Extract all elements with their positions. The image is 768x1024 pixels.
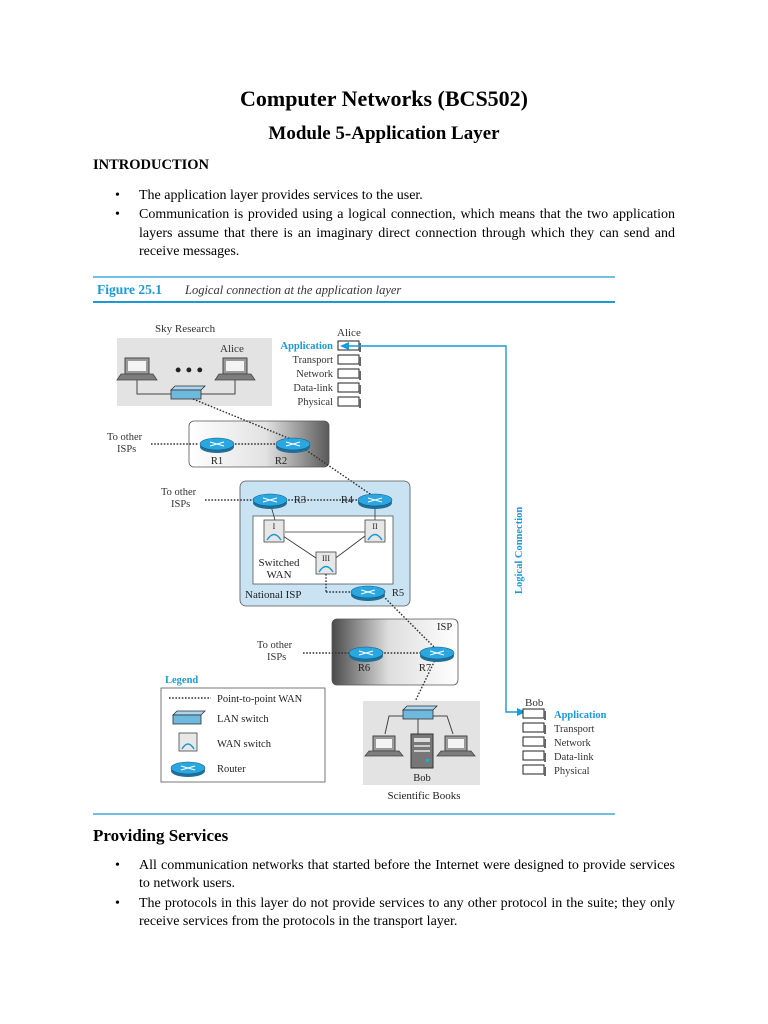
introduction-heading: INTRODUCTION [93,157,210,173]
svg-text:III: III [322,554,330,563]
svg-text:Data-link: Data-link [293,383,333,394]
legend-item-router: Router [217,764,246,775]
logical-connection-label: Logical Connection [514,507,525,594]
svg-text:Transport: Transport [554,724,595,735]
svg-text:II: II [372,522,378,531]
bob-stack-label: Bob [525,697,544,709]
alice-stack-label: Alice [337,327,361,339]
server-icon [410,733,434,769]
wan-switch-icon: II [364,519,386,543]
providing-services-heading: Providing Services [93,826,229,845]
wan-switch-icon: I [263,519,285,543]
lan-switch-icon [170,385,206,400]
alice-host-label: Alice [220,343,244,355]
router-icon-r3 [252,493,288,509]
svg-text:Switched: Switched [259,557,300,569]
svg-text:Network: Network [554,738,591,749]
bullet-icon: • [115,188,120,203]
svg-text:Physical: Physical [297,397,333,408]
laptop-icon [364,735,404,757]
router-icon-r1 [199,437,235,453]
figure-number: Figure 25.1 [97,282,162,297]
logical-connection-line [343,345,523,713]
wan-switch-icon: III [315,551,337,575]
router-label-r2: R2 [275,456,287,467]
svg-text:Application: Application [554,710,607,721]
list-item: •The protocols in this layer do not prov… [115,895,675,929]
list-item: •Communication is provided using a logic… [115,207,675,259]
lan-switch-icon [172,710,206,725]
svg-text:To other: To other [107,432,143,443]
figure-25-1: Figure 25.1 Logical connection at the ap… [93,274,615,824]
introduction-list: •The application layer provides services… [93,187,675,262]
svg-text:Physical: Physical [554,766,590,777]
lan-switch-icon [402,705,438,720]
legend-item-wan-switch: WAN switch [217,739,272,750]
router-icon-r7 [419,646,455,662]
network-diagram: Figure 25.1 Logical connection at the ap… [93,276,615,815]
router-icon-r5 [350,585,386,601]
svg-text:ISPs: ISPs [267,652,286,663]
legend-item-lan-switch: LAN switch [217,714,269,725]
router-label-r6: R6 [358,663,370,674]
bullet-icon: • [115,858,120,873]
alice-protocol-stack: Application Transport Network Data-link … [280,340,361,408]
legend-item-p2p-wan: Point-to-point WAN [217,694,303,705]
bob-protocol-stack: Application Transport Network Data-link … [522,708,607,777]
router-label-r4: R4 [341,495,354,506]
router-label-r1: R1 [211,456,223,467]
router-icon-r2 [275,437,311,453]
svg-text:Application: Application [280,341,333,352]
router-label-r3: R3 [294,495,306,506]
svg-text:To other: To other [257,640,293,651]
national-isp-label: National ISP [245,589,302,601]
svg-text:To other: To other [161,487,197,498]
router-label-r5: R5 [392,588,404,599]
svg-text:I: I [273,522,276,531]
list-item: •The application layer provides services… [93,187,675,205]
svg-text:Data-link: Data-link [554,752,594,763]
svg-text:• • •: • • • [175,360,203,380]
svg-text:Network: Network [296,369,333,380]
router-label-r7: R7 [419,663,431,674]
list-item: •All communication networks that started… [115,858,675,892]
legend-title: Legend [165,675,198,686]
scientific-books-label: Scientific Books [387,790,460,802]
svg-text:Transport: Transport [293,355,334,366]
laptop-icon [116,357,158,381]
svg-text:ISPs: ISPs [171,499,190,510]
module-title: Module 5-Application Layer [268,123,500,144]
laptop-icon [436,735,476,757]
document-title: Computer Networks (BCS502) [239,86,529,111]
router-icon [170,761,206,777]
isp-label: ISP [437,622,452,633]
bullet-icon: • [115,207,120,223]
bullet-icon: • [115,895,120,911]
sky-research-label: Sky Research [155,323,216,335]
router-icon-r6 [348,646,384,662]
svg-text:ISPs: ISPs [117,444,136,455]
services-list: •All communication networks that started… [93,857,675,932]
bob-host-label: Bob [413,773,431,784]
isp-box [331,618,459,686]
svg-text:WAN: WAN [266,569,291,581]
wan-switch-icon [178,732,198,752]
router-icon-r4 [357,493,393,509]
figure-caption: Logical connection at the application la… [184,283,401,297]
laptop-icon [214,357,256,381]
